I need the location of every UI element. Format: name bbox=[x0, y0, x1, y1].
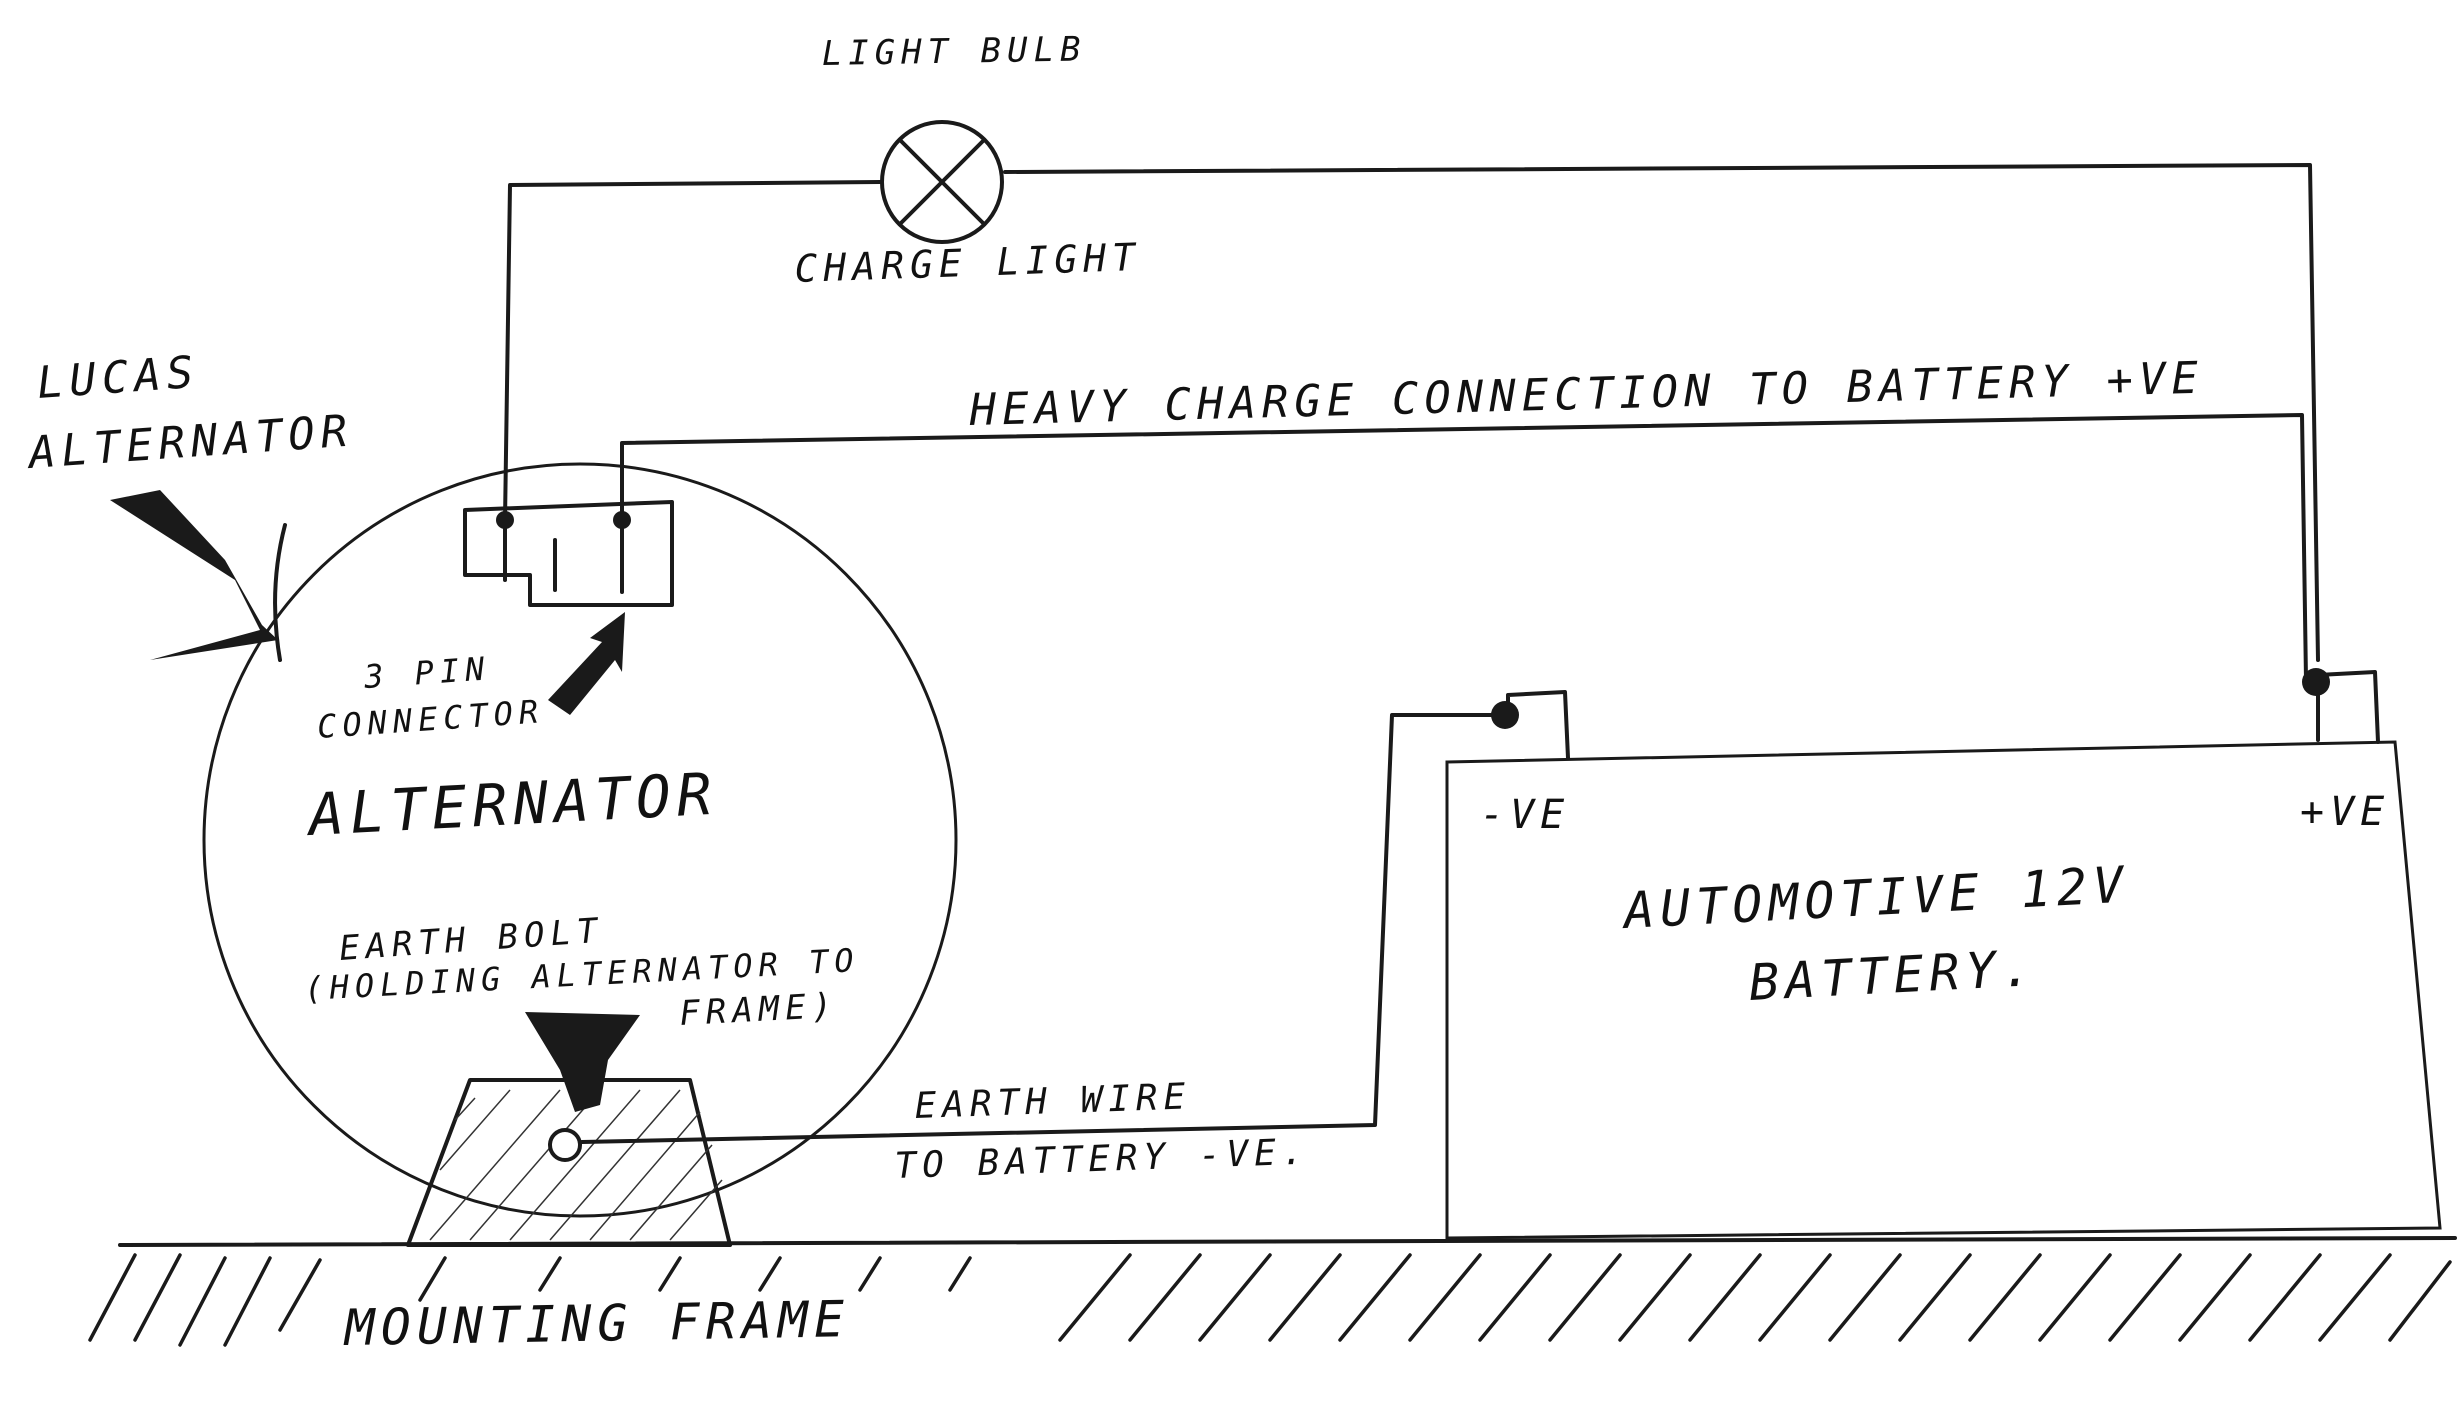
earth-wire-label-line1: EARTH WIRE bbox=[914, 1076, 1192, 1127]
lucas-arrow-icon bbox=[110, 490, 287, 662]
negative-terminal-label: -VE bbox=[1480, 792, 1570, 838]
alternator-label: ALTERNATOR bbox=[304, 760, 719, 849]
earth-wire bbox=[580, 713, 1507, 1144]
heavy-charge-label: HEAVY CHARGE CONNECTION TO BATTERY +VE bbox=[968, 353, 2205, 436]
light-bulb-icon bbox=[880, 120, 1004, 244]
three-pin-label-line2: CONNECTOR bbox=[316, 692, 545, 746]
light-bulb-label: LIGHT BULB bbox=[821, 29, 1086, 74]
battery bbox=[1445, 668, 2442, 1240]
mounting-bracket bbox=[406, 1078, 732, 1247]
mounting-frame-ground bbox=[88, 1236, 2457, 1347]
battery-label-line2: BATTERY. bbox=[1748, 939, 2039, 1012]
connector-arrow-icon bbox=[548, 612, 625, 715]
three-pin-label-line1: 3 PIN bbox=[362, 649, 492, 696]
lucas-label-line2: ALTERNATOR bbox=[24, 405, 355, 479]
earth-bolt-icon bbox=[548, 1128, 582, 1162]
positive-terminal-label: +VE bbox=[2300, 789, 2390, 835]
battery-label-line1: AUTOMOTIVE 12V bbox=[1620, 856, 2131, 941]
charge-light-label: CHARGE LIGHT bbox=[794, 235, 1142, 291]
alternator-body bbox=[202, 462, 958, 1218]
three-pin-connector bbox=[463, 500, 674, 607]
mounting-frame-label: MOUNTING FRAME bbox=[342, 1290, 850, 1357]
earth-bolt-arrow-icon bbox=[525, 1012, 640, 1112]
heavy-charge-wire bbox=[620, 413, 2308, 682]
earth-wire-label-line2: TO BATTERY -VE. bbox=[894, 1132, 1310, 1187]
earth-bolt-label-line3: FRAME) bbox=[678, 986, 839, 1034]
lucas-label-line1: LUCAS bbox=[35, 347, 201, 409]
charge-light-wire bbox=[503, 163, 2320, 662]
